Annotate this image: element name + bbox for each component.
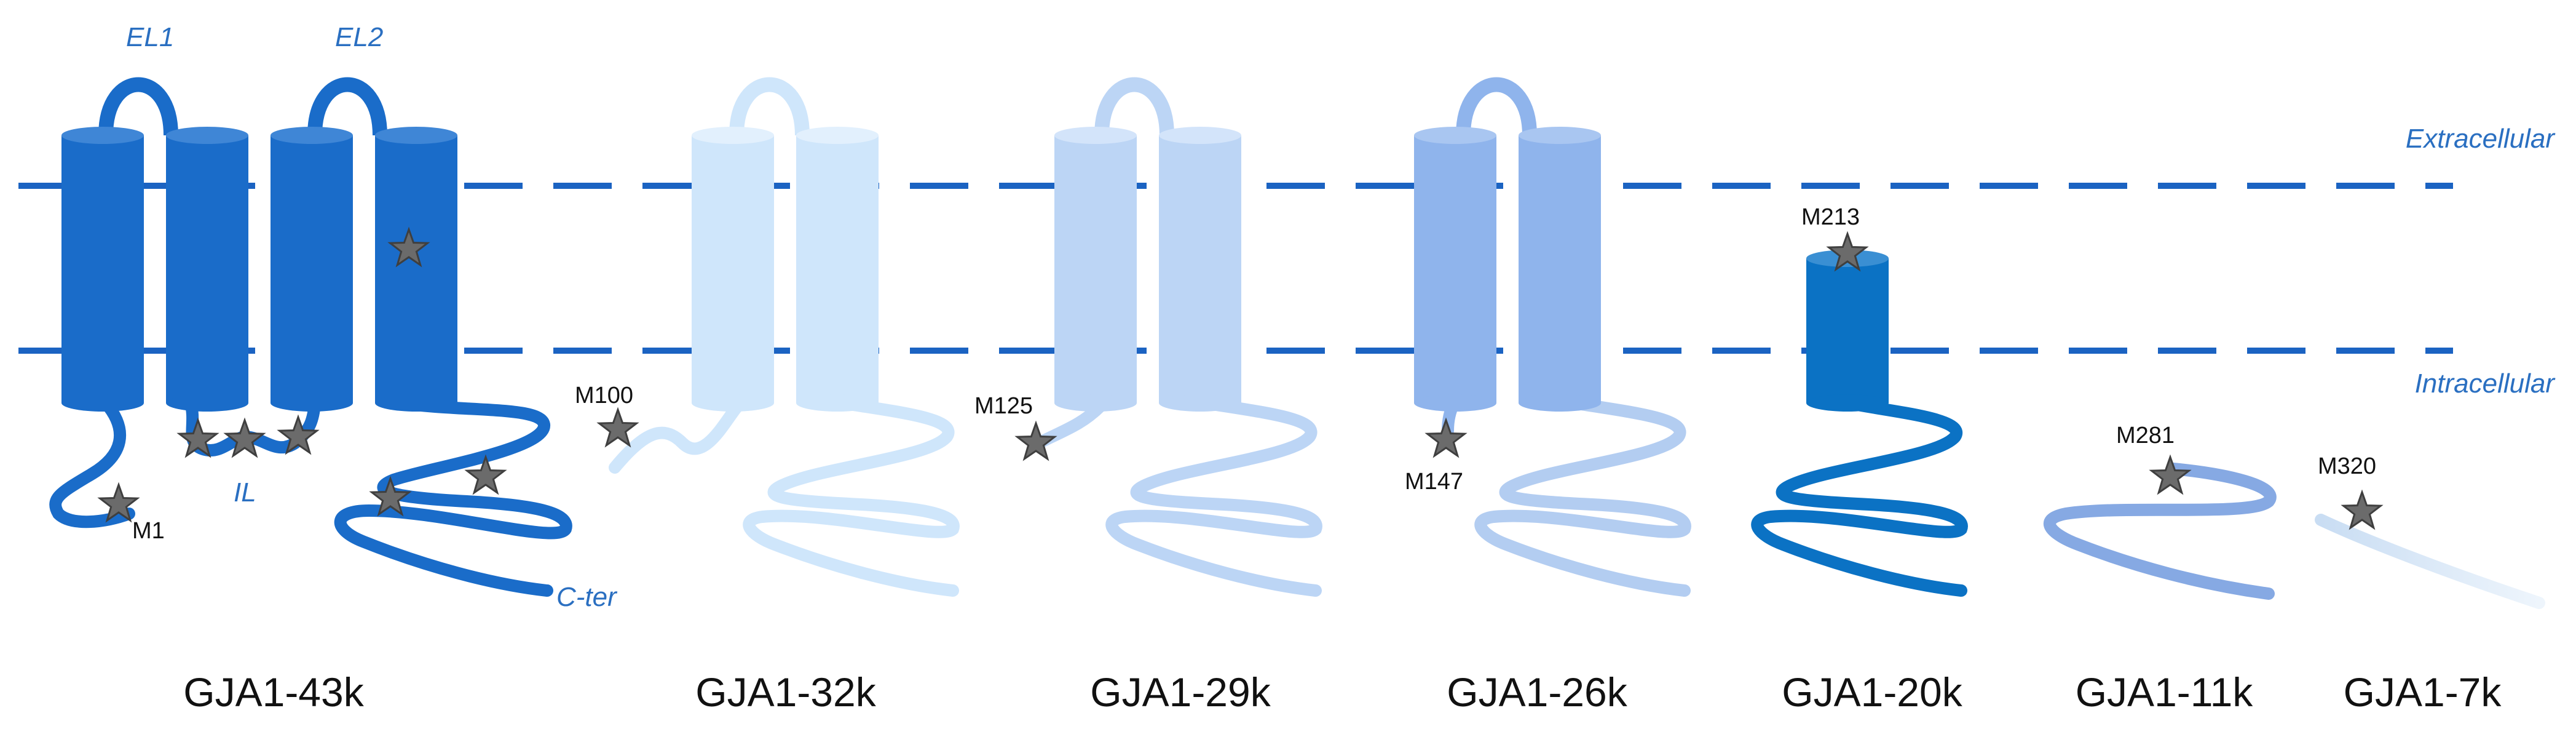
isoform-label-gja1-7k: GJA1-7k [2344, 669, 2502, 715]
c-terminus [743, 397, 960, 597]
intracellular-tail [609, 394, 750, 474]
intracellular-label: Intracellular [2415, 369, 2556, 399]
isoform-label-gja1-26k: GJA1-26k [1447, 669, 1627, 715]
star-icon [97, 482, 140, 523]
c-terminus [1105, 397, 1322, 597]
star-icon [2341, 489, 2384, 530]
isoform-gja1-20k: M213 [1751, 204, 1968, 597]
m320-site-label: M320 [2318, 453, 2376, 479]
transmembrane-domain-2 [166, 127, 248, 412]
m213-site-label: M213 [1801, 204, 1860, 230]
el2-label: EL2 [335, 22, 383, 52]
transmembrane-domain-4 [375, 127, 457, 412]
star-icon [277, 414, 320, 455]
transmembrane-domain-3 [271, 127, 353, 412]
isoform-label-gja1-43k: GJA1-43k [183, 669, 364, 715]
star-icon [369, 476, 412, 517]
star-icon [1424, 417, 1468, 458]
transmembrane-domain-3 [692, 127, 774, 412]
extracellular-loop-2 [307, 77, 387, 136]
isoform-gja1-26k: M147 [1405, 77, 1691, 597]
transmembrane-domain-4 [1806, 250, 1889, 412]
extracellular-loop-2 [729, 77, 810, 136]
isoform-label-gja1-11k: GJA1-11k [2076, 669, 2254, 715]
n-terminus [49, 397, 135, 528]
transmembrane-domain-3 [1054, 127, 1137, 412]
extracellular-label: Extracellular [2406, 124, 2556, 154]
c-terminus [334, 397, 572, 597]
m125-site-label: M125 [974, 393, 1033, 419]
transmembrane-domain-1 [61, 127, 144, 412]
isoform-gja1-11k: M281 [2044, 423, 2277, 600]
extracellular-loop-1 [98, 77, 178, 136]
extracellular-loop-2 [1456, 77, 1537, 136]
m281-site-label: M281 [2116, 423, 2175, 448]
transmembrane-domain-3 [1414, 127, 1496, 412]
isoform-label-gja1-20k: GJA1-20k [1782, 669, 1962, 715]
star-icon [176, 417, 219, 458]
star-icon [2149, 454, 2192, 495]
m1-site-label: M1 [132, 518, 165, 544]
star-markers [97, 226, 2384, 530]
isoform-label-gja1-32k: GJA1-32k [695, 669, 876, 715]
el1-label: EL1 [126, 22, 174, 52]
m147-site-label: M147 [1405, 469, 1463, 495]
transmembrane-domain-4 [1159, 127, 1241, 412]
star-icon [596, 407, 639, 448]
star-icon [387, 226, 430, 268]
extracellular-loop-2 [1094, 77, 1174, 136]
c-terminus [1474, 397, 1691, 597]
m100-site-label: M100 [575, 383, 633, 408]
isoform-gja1-32k: M100 [575, 77, 960, 597]
star-icon [464, 454, 507, 495]
isoform-label-gja1-29k: GJA1-29k [1090, 669, 1271, 715]
transmembrane-domain-4 [1519, 127, 1601, 412]
isoform-gja1-43k: EL1 EL2 IL C-ter M1 [49, 22, 618, 612]
c-terminus [2044, 463, 2277, 600]
c-ter-label: C-ter [556, 582, 618, 612]
c-terminus [1751, 397, 1968, 597]
star-icon [223, 417, 266, 458]
isoform-gja1-29k: M125 [974, 77, 1322, 597]
star-icon [1014, 420, 1057, 461]
il-label: IL [234, 477, 256, 508]
c-terminus [2315, 514, 2545, 609]
star-icon [1826, 231, 1869, 272]
isoform-gja1-7k: M320 [2315, 453, 2545, 609]
transmembrane-domain-4 [796, 127, 879, 412]
